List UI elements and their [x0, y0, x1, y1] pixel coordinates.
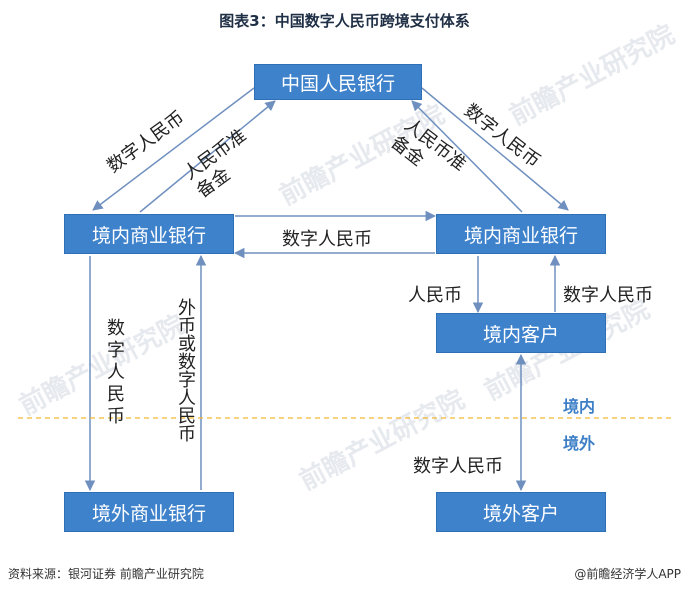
diagram-title: 图表3：中国数字人民币跨境支付体系	[219, 12, 470, 30]
arrow-pboc-to-left-bank	[92, 87, 255, 211]
node-domestic-client: 境内客户	[436, 313, 606, 353]
label-left-up: 外币或数字人民币	[175, 298, 196, 442]
brand-credit: @前瞻经济学人APP	[574, 567, 681, 581]
node-overseas-client: 境外客户	[436, 492, 606, 532]
label-client-bidirectional: 数字人民币	[413, 456, 503, 477]
source-note: 资料来源：银河证券 前瞻产业研究院	[8, 567, 204, 581]
label-left-down: 数字人民币	[104, 318, 125, 428]
label-bank-to-client: 人民币	[408, 285, 462, 306]
node-domestic-bank-right: 境内商业银行	[436, 214, 606, 254]
node-domestic-bank-left: 境内商业银行	[64, 214, 234, 254]
arrow-right-bank-to-pboc	[411, 100, 523, 213]
node-pboc: 中国人民银行	[254, 64, 422, 100]
label-between-banks: 数字人民币	[282, 229, 372, 250]
label-client-to-bank: 数字人民币	[563, 285, 653, 306]
node-overseas-bank: 境外商业银行	[64, 492, 234, 532]
region-domestic: 境内	[563, 397, 596, 416]
arrow-left-bank-to-pboc	[139, 100, 276, 213]
arrow-pboc-to-right-bank	[421, 87, 569, 211]
region-overseas: 境外	[563, 434, 596, 453]
